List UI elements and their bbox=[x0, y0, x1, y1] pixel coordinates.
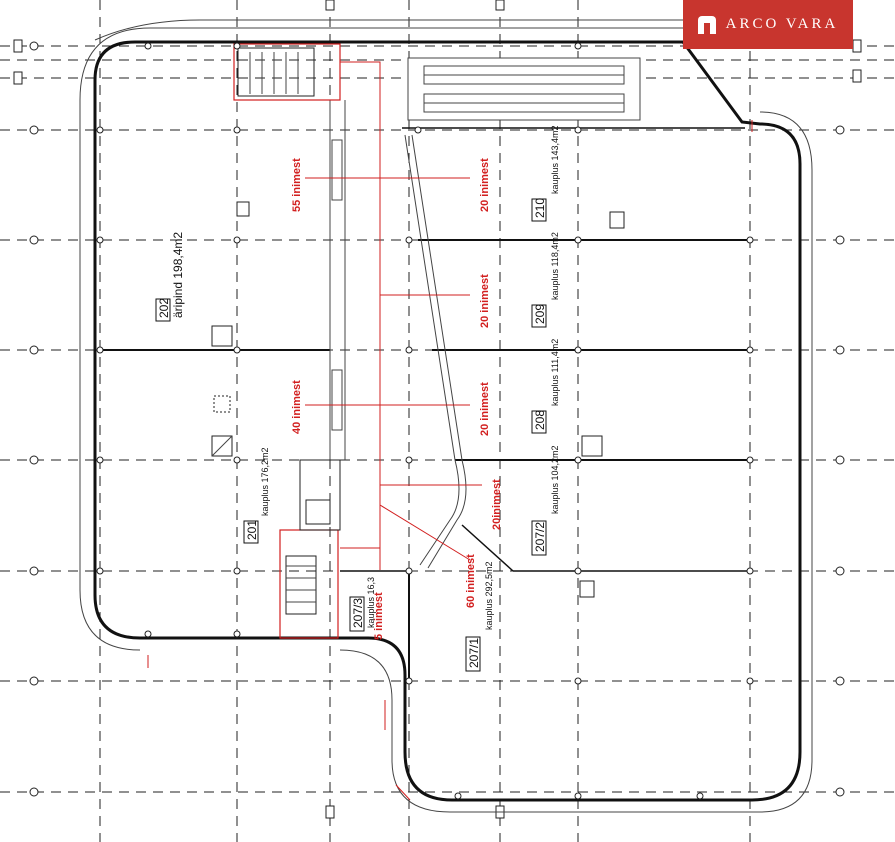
occupancy-label: 55 inimest bbox=[291, 158, 303, 212]
unit-label-207-2: 207/2 kauplus 104,2m2 bbox=[531, 445, 560, 556]
unit-description: kauplus 104,2m2 bbox=[550, 445, 560, 514]
axis-markers bbox=[13, 0, 862, 819]
occupancy-labels: 55 inimest 20 inimest 20 inimest 40 inim… bbox=[291, 158, 503, 640]
occupancy-label: 20 inimest bbox=[479, 274, 491, 328]
logo-text: ARCO VARA bbox=[725, 16, 839, 32]
unit-number: 208 bbox=[533, 410, 547, 430]
fixture-boxes bbox=[211, 201, 625, 598]
unit-description: kauplus 16,3 bbox=[366, 577, 376, 628]
stairwell-bottom bbox=[279, 459, 341, 639]
unit-number: 207/3 bbox=[351, 598, 365, 628]
unit-number: 210 bbox=[533, 198, 547, 218]
unit-number: 202 bbox=[157, 298, 171, 318]
unit-description: kauplus 143,4m2 bbox=[550, 125, 560, 194]
occupancy-label: 20 inimest bbox=[479, 158, 491, 212]
unit-description: äripind 198,4m2 bbox=[171, 232, 185, 318]
stairwell-top bbox=[233, 43, 341, 101]
house-arch-icon bbox=[697, 15, 716, 34]
unit-label-202: 202 äripind 198,4m2 bbox=[155, 232, 185, 322]
occupancy-label: 20 inimest bbox=[479, 382, 491, 436]
arco-vara-logo: ARCO VARA bbox=[683, 0, 853, 49]
unit-label-201: 201 kauplus 176,2m2 bbox=[243, 447, 270, 544]
escalators bbox=[407, 57, 641, 121]
occupancy-label: 20inimest bbox=[491, 479, 503, 530]
unit-label-207-3: 207/3 kauplus 16,3 bbox=[349, 577, 376, 632]
occupancy-label: 5 inimest bbox=[373, 592, 385, 640]
unit-label-207-1: 207/1 kauplus 292,5m2 bbox=[465, 561, 494, 672]
columns bbox=[96, 42, 754, 800]
unit-description: kauplus 176,2m2 bbox=[260, 447, 270, 516]
unit-description: kauplus 118,4m2 bbox=[550, 232, 560, 300]
unit-number: 207/2 bbox=[533, 522, 547, 552]
unit-number: 201 bbox=[245, 520, 259, 540]
unit-description: kauplus 292,5m2 bbox=[484, 561, 494, 630]
unit-label-210: 210 kauplus 143,4m2 bbox=[531, 125, 560, 222]
partitions bbox=[100, 100, 750, 680]
occupancy-label: 40 inimest bbox=[291, 380, 303, 434]
occupancy-label: 60 inimest bbox=[465, 554, 477, 608]
outer-walls bbox=[79, 27, 813, 813]
unit-label-209: 209 kauplus 118,4m2 bbox=[531, 232, 560, 328]
unit-labels: 202 äripind 198,4m2 201 kauplus 176,2m2 … bbox=[155, 125, 560, 672]
red-ticks bbox=[147, 120, 753, 801]
unit-number: 209 bbox=[533, 304, 547, 324]
unit-description: kauplus 111,4m2 bbox=[550, 339, 560, 406]
evacuation-lines bbox=[305, 61, 482, 570]
unit-label-208: 208 kauplus 111,4m2 bbox=[531, 339, 560, 434]
unit-number: 207/1 bbox=[467, 638, 481, 668]
